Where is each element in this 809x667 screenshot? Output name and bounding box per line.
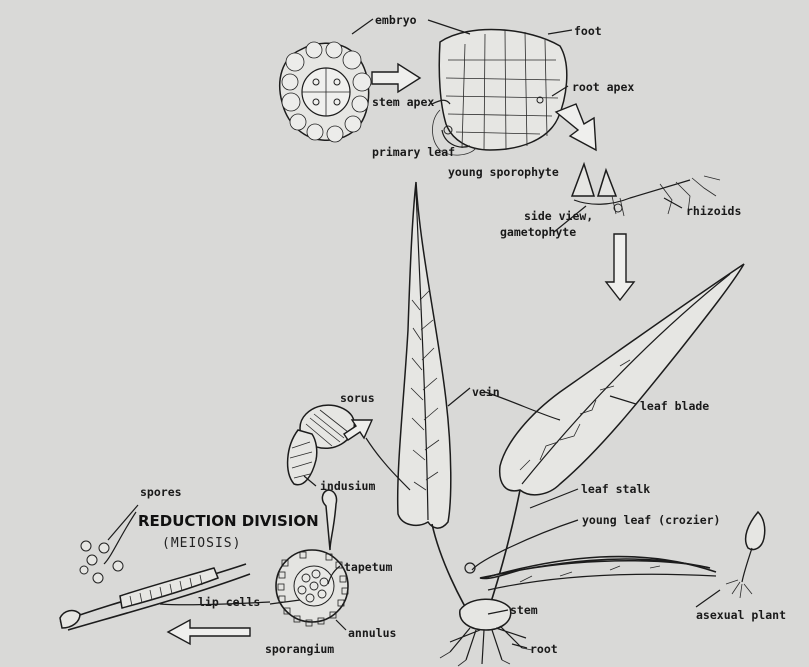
label-indusium: indusium [320,479,375,493]
large-leaf-blade [482,264,744,628]
label-vein: vein [472,385,500,399]
label-tapetum: tapetum [344,560,393,574]
embryo-section [433,30,567,156]
label-leaf-stalk: leaf stalk [581,482,650,496]
label-sorus: sorus [340,391,375,405]
label-young-leaf-crozier: young leaf (crozier) [582,513,720,527]
arrow-to-young-sporophyte [556,104,596,150]
sporangium [276,490,348,626]
label-root: root [530,642,558,656]
label-leaf-blade: leaf blade [640,399,709,413]
label-annulus: annulus [348,626,396,640]
label-stem: stem [510,603,538,617]
label-meiosis: (MEIOSIS) [162,536,241,551]
label-sporangium: sporangium [265,642,334,656]
opened-sporangium-and-spores [60,541,250,630]
arrow-to-embryo-section [372,64,420,92]
asexual-plant [726,512,765,598]
label-young-sporophyte: young sporophyte [448,165,559,179]
label-asexual-plant: asexual plant [696,608,786,622]
label-lip-cells: lip cells [198,595,260,609]
label-root-apex: root apex [572,80,634,94]
label-primary-leaf: primary leaf [372,145,455,159]
label-side-view: side view, [524,209,593,223]
label-stem-apex: stem apex [372,95,434,109]
label-embryo: embryo [375,13,417,27]
label-spores: spores [140,485,182,499]
sorus-indusium [288,405,355,485]
label-rhizoids: rhizoids [686,204,741,218]
embryo-cell-cluster [280,42,371,142]
tall-leaf [398,182,476,625]
arrow-to-spores [168,620,250,644]
label-reduction-division: REDUCTION DIVISION [138,512,319,530]
label-gametophyte: gametophyte [500,225,576,239]
arrow-to-mature-plant [606,234,634,300]
label-foot: foot [574,24,602,38]
